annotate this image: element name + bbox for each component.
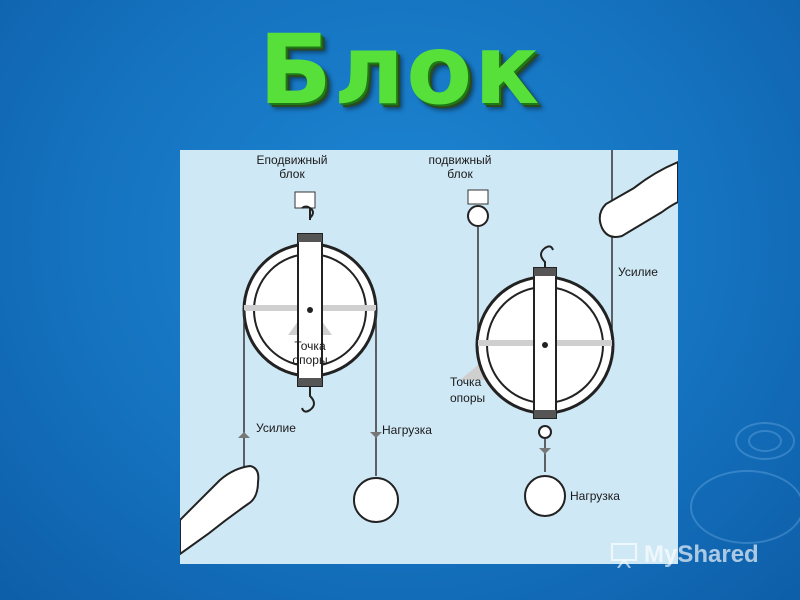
- load-weight: [524, 475, 566, 517]
- effort-label: Усилие: [618, 265, 658, 279]
- axle: [307, 307, 313, 313]
- load-label: Нагрузка: [570, 489, 620, 503]
- fulcrum-label: Точка: [450, 375, 482, 389]
- movable-pulley: подвижный блок Точка опоры Усилие: [429, 150, 678, 517]
- fulcrum-label: Точка: [294, 339, 326, 353]
- anchor-ring: [467, 205, 489, 227]
- water-ripple: [690, 470, 800, 544]
- axle: [542, 342, 548, 348]
- ceiling-mount: [467, 189, 489, 205]
- fixed-pulley-caption-2: блок: [279, 167, 305, 181]
- fulcrum-label-2: опоры: [450, 391, 485, 405]
- effort-label: Усилие: [256, 421, 296, 435]
- movable-pulley-caption-2: блок: [447, 167, 473, 181]
- top-hook: [540, 245, 554, 268]
- bottom-hook: [301, 386, 315, 413]
- fixed-pulley-caption: Eподвижный: [257, 153, 328, 167]
- load-label: Нагрузка: [382, 423, 432, 437]
- pulley-diagram: Eподвижный блок Точка опоры У: [180, 150, 678, 564]
- watermark: MyShared: [610, 540, 790, 570]
- fixed-pulley: Eподвижный блок Точка опоры У: [180, 153, 432, 556]
- movable-pulley-caption: подвижный: [429, 153, 492, 167]
- slide-title: Блок: [258, 14, 542, 126]
- load-weight: [353, 477, 399, 523]
- ceiling-mount: [294, 191, 316, 209]
- hand-icon: [180, 464, 260, 556]
- watermark-text: MyShared: [644, 541, 759, 568]
- water-ripple: [735, 422, 795, 460]
- fulcrum-label-2: опоры: [292, 353, 327, 367]
- water-ripple: [748, 430, 782, 452]
- hand-icon: [598, 160, 678, 238]
- presentation-icon: [611, 543, 637, 568]
